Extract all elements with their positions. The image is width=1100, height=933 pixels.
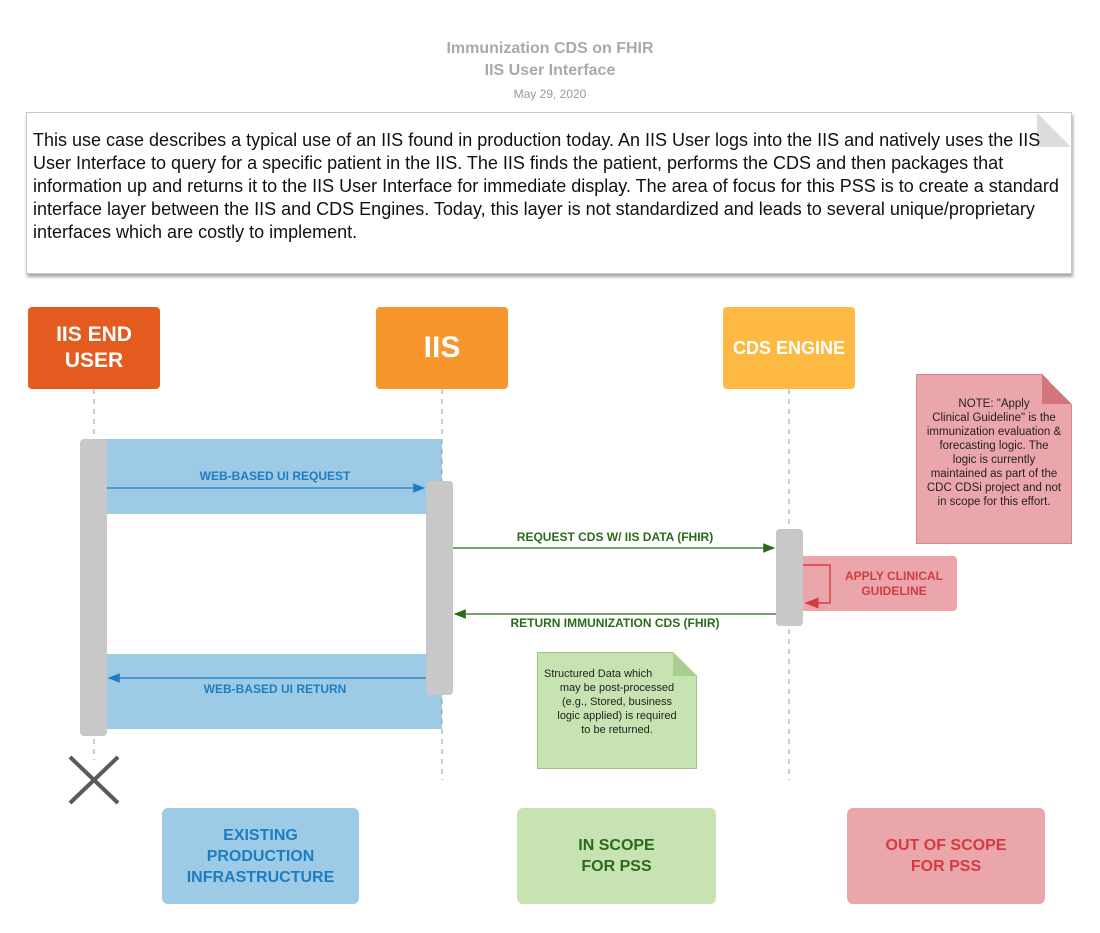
note-structured-text: Structured Data which may be post-proces… bbox=[542, 667, 692, 737]
label-return-cds: RETURN IMMUNIZATION CDS (FHIR) bbox=[510, 616, 720, 630]
note-line: forecasting logic. The bbox=[939, 440, 1049, 452]
legend-existing-production: EXISTING PRODUCTION INFRASTRUCTURE bbox=[162, 808, 359, 904]
note-apply-text: NOTE: "Apply Clinical Guideline" is the … bbox=[921, 397, 1067, 509]
description-note: This use case describes a typical use of… bbox=[26, 112, 1072, 274]
note-line: to be returned. bbox=[581, 724, 653, 736]
legend-line: OUT OF SCOPE bbox=[885, 837, 1007, 854]
destroy-x-icon bbox=[68, 755, 120, 805]
actor-user-line2: USER bbox=[64, 349, 124, 372]
out-of-scope-band bbox=[789, 556, 957, 611]
actor-iis: IIS bbox=[376, 307, 508, 389]
label-request-cds: REQUEST CDS W/ IIS DATA (FHIR) bbox=[516, 530, 714, 544]
legend-line: FOR PSS bbox=[581, 858, 652, 875]
label-web-return: WEB-BASED UI RETURN bbox=[203, 682, 347, 696]
note-fold-corner bbox=[1042, 374, 1072, 404]
existing-band-return bbox=[94, 654, 442, 729]
legend-line: EXISTING bbox=[223, 826, 298, 844]
note-structured-data: Structured Data which may be post-proces… bbox=[537, 652, 697, 769]
actor-user-line1: IIS END bbox=[56, 323, 132, 346]
legend-line: IN SCOPE bbox=[578, 837, 655, 854]
existing-band-request bbox=[94, 439, 442, 514]
activation-cds bbox=[776, 529, 803, 626]
activation-user bbox=[80, 439, 107, 736]
note-fold-corner bbox=[673, 652, 697, 676]
note-line: Structured Data which bbox=[544, 668, 653, 680]
description-text: This use case describes a typical use of… bbox=[33, 130, 1059, 242]
legend-line: INFRASTRUCTURE bbox=[186, 868, 335, 886]
note-fold-corner bbox=[1037, 113, 1071, 147]
diagram-subtitle: IIS User Interface bbox=[484, 62, 616, 79]
legend-out-of-scope: OUT OF SCOPE FOR PSS bbox=[847, 808, 1045, 904]
diagram-title: Immunization CDS on FHIR bbox=[446, 40, 654, 57]
diagram-date: May 29, 2020 bbox=[513, 87, 587, 101]
note-line: logic is currently bbox=[952, 454, 1036, 466]
note-line: NOTE: "Apply bbox=[958, 398, 1030, 410]
note-line: in scope for this effort. bbox=[937, 496, 1051, 508]
legend-in-scope: IN SCOPE FOR PSS bbox=[517, 808, 716, 904]
apply-line1: APPLY CLINICAL bbox=[844, 569, 943, 583]
note-line: Clinical Guideline" is the bbox=[932, 412, 1056, 424]
actor-iis-end-user: IIS END USER bbox=[28, 307, 160, 389]
activation-iis bbox=[426, 481, 453, 695]
label-web-request: WEB-BASED UI REQUEST bbox=[199, 469, 351, 483]
actor-cds-engine: CDS ENGINE bbox=[723, 307, 855, 389]
apply-line2: GUIDELINE bbox=[861, 584, 927, 598]
legend-line: FOR PSS bbox=[910, 858, 982, 875]
note-apply-clinical-guideline: NOTE: "Apply Clinical Guideline" is the … bbox=[916, 374, 1072, 544]
note-line: logic applied) is required bbox=[557, 710, 677, 722]
note-line: may be post-processed bbox=[559, 682, 675, 694]
note-line: (e.g., Stored, business bbox=[561, 696, 673, 708]
note-line: maintained as part of the bbox=[930, 468, 1058, 480]
legend-line: PRODUCTION bbox=[206, 847, 315, 865]
note-line: immunization evaluation & bbox=[926, 426, 1062, 438]
arrow-apply-guideline bbox=[803, 564, 831, 609]
note-line: CDC CDSi project and not bbox=[926, 482, 1062, 494]
